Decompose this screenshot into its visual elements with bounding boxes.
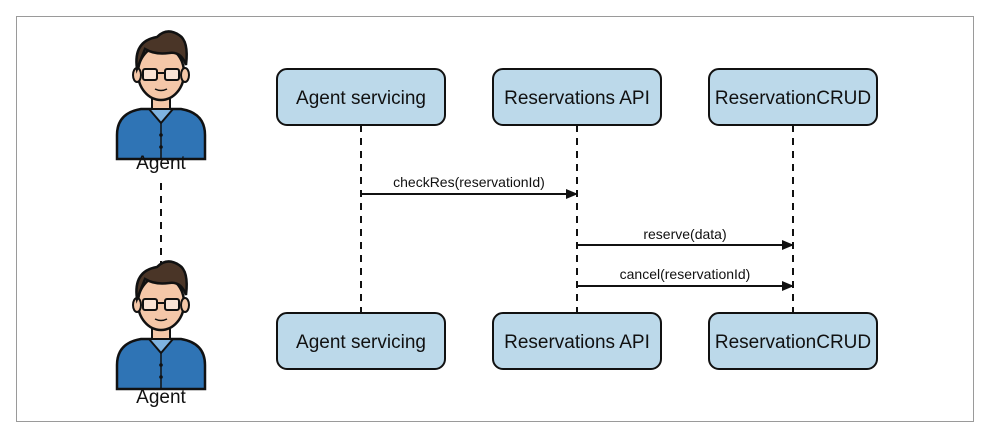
participant-agent-servicing-top: Agent servicing xyxy=(276,68,446,126)
agent-top-actor: Agent xyxy=(115,30,207,174)
sequence-diagram: Agent Agent Agent servicing Reservations… xyxy=(115,30,878,408)
message-label: reserve(data) xyxy=(643,226,726,242)
message-check-res: checkRes(reservationId) xyxy=(361,174,578,199)
participant-label: ReservationCRUD xyxy=(715,332,871,353)
participant-label: ReservationCRUD xyxy=(715,88,871,109)
participant-label: Agent servicing xyxy=(296,88,426,109)
participant-reservation-crud-top: ReservationCRUD xyxy=(708,68,878,126)
person-with-glasses-icon xyxy=(115,260,207,391)
agent-bottom-actor: Agent xyxy=(115,260,207,408)
message-label: cancel(reservationId) xyxy=(620,266,751,282)
message-reserve: reserve(data) xyxy=(577,226,794,250)
participant-reservations-api-bottom: Reservations API xyxy=(492,312,662,370)
participant-label: Reservations API xyxy=(504,332,650,353)
participant-agent-servicing-bottom: Agent servicing xyxy=(276,312,446,370)
participant-label: Agent servicing xyxy=(296,332,426,353)
agent-top-label: Agent xyxy=(136,153,186,174)
diagram-frame: Agent Agent Agent servicing Reservations… xyxy=(16,16,974,422)
message-cancel: cancel(reservationId) xyxy=(577,266,794,291)
person-with-glasses-icon xyxy=(115,30,207,161)
participant-label: Reservations API xyxy=(504,88,650,109)
agent-bottom-label: Agent xyxy=(136,387,186,408)
participant-reservations-api-top: Reservations API xyxy=(492,68,662,126)
message-label: checkRes(reservationId) xyxy=(393,174,545,190)
participant-reservation-crud-bottom: ReservationCRUD xyxy=(708,312,878,370)
